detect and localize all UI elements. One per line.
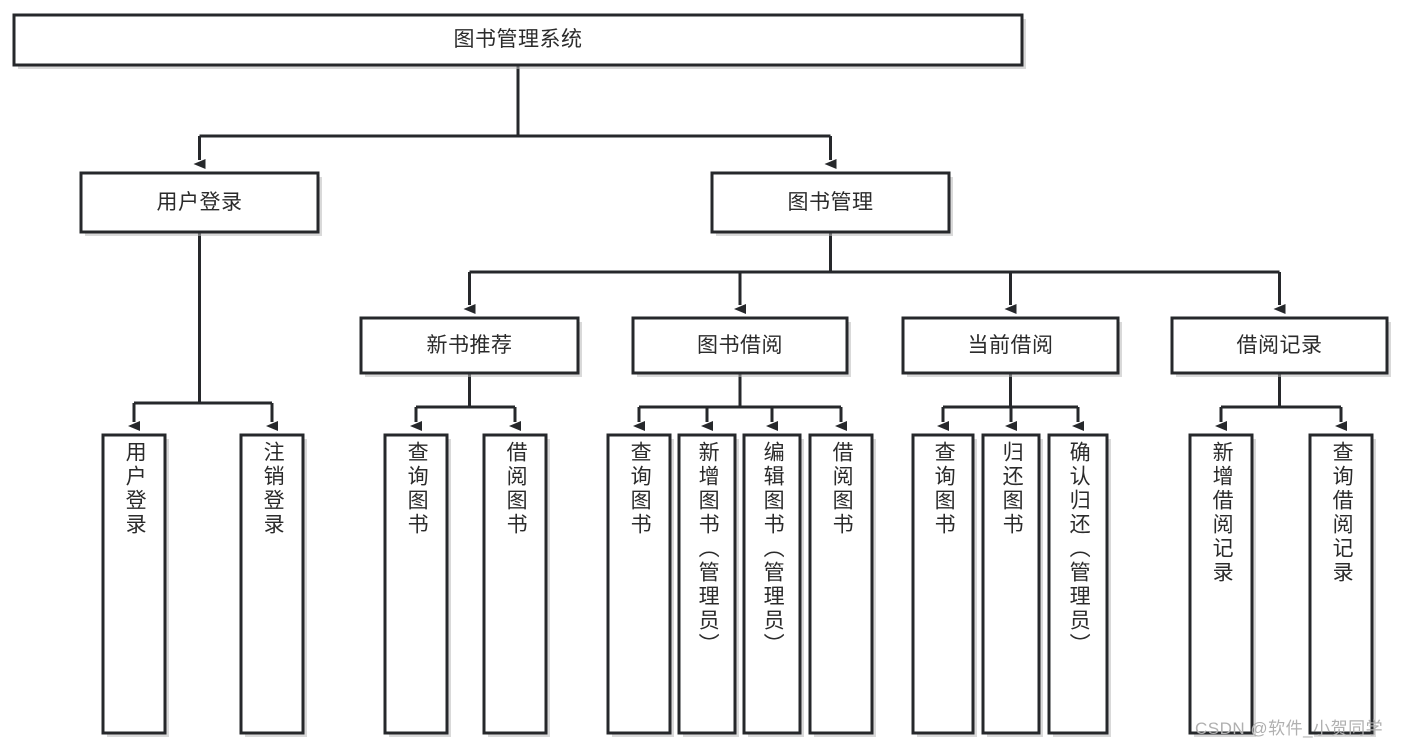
node-box-book-borrow[interactable] <box>631 316 849 375</box>
node-box-leaf-query-books-recommend[interactable] <box>383 433 449 735</box>
node-box-leaf-query-books-borrow[interactable] <box>606 433 672 735</box>
watermark: CSDN @软件_小贺同学 <box>1195 719 1384 738</box>
node-box-current-borrow[interactable] <box>901 316 1120 375</box>
node-box-leaf-logout[interactable] <box>239 433 305 735</box>
node-box-new-book-recommend[interactable] <box>359 316 580 375</box>
node-box-leaf-add-book-admin[interactable] <box>677 433 737 735</box>
node-box-leaf-return-books[interactable] <box>981 433 1041 735</box>
node-box-user-login[interactable] <box>79 171 320 234</box>
node-box-leaf-confirm-return-admin[interactable] <box>1047 433 1109 735</box>
node-box-root[interactable] <box>12 13 1024 67</box>
node-box-book-management[interactable] <box>710 171 951 234</box>
node-box-leaf-query-borrow-record[interactable] <box>1308 433 1374 735</box>
node-box-leaf-edit-book-admin[interactable] <box>742 433 802 735</box>
edge-layer <box>128 65 1347 431</box>
node-box-leaf-user-login[interactable] <box>101 433 167 735</box>
node-box-borrow-record[interactable] <box>1170 316 1389 375</box>
node-box-leaf-add-borrow-record[interactable] <box>1188 433 1254 735</box>
node-box-leaf-borrow-books-recommend[interactable] <box>482 433 548 735</box>
node-box-leaf-borrow-books-borrow[interactable] <box>808 433 874 735</box>
node-box-leaf-query-books-current[interactable] <box>911 433 975 735</box>
box-layer <box>12 13 1391 737</box>
